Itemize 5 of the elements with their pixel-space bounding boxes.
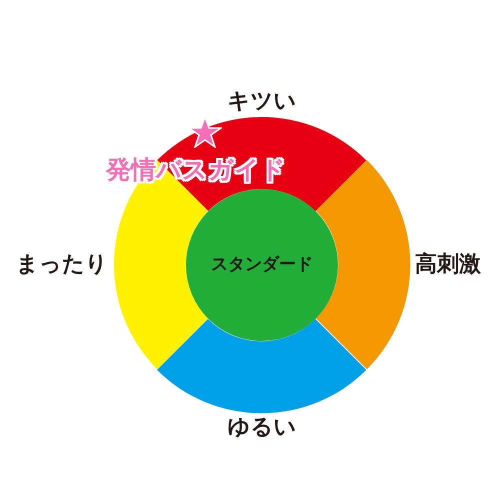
center-label: スタンダード (211, 256, 313, 274)
segment-label: キツい (227, 91, 296, 113)
segment-label: 高刺激 (414, 254, 481, 276)
segment-label: ゆるい (227, 416, 296, 439)
segment-label: まったり (16, 254, 108, 276)
